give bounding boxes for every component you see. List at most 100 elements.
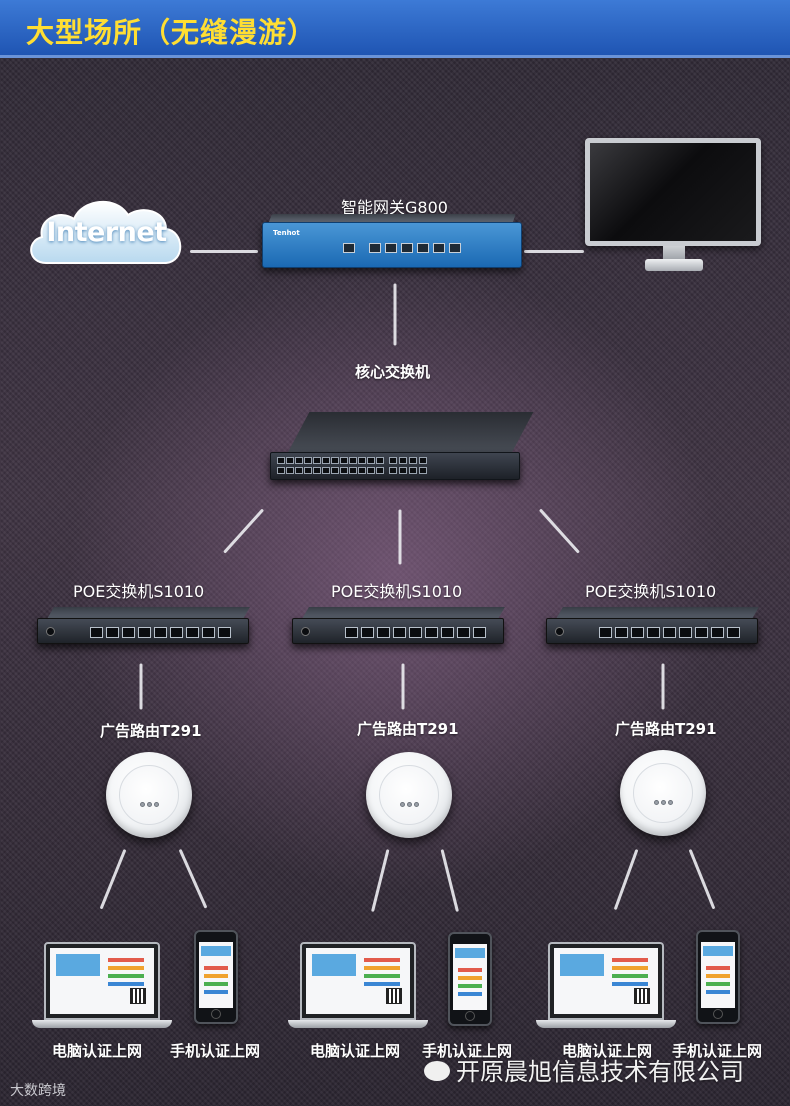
ad-router-device-2 [366,752,452,838]
core-switch-port [376,467,384,474]
watermark-logo: 大数跨境 [10,1080,66,1100]
core-switch-port [295,457,303,464]
core-switch-port [358,457,366,464]
link-poe-ap-left [140,664,143,710]
laptop-icon [536,942,676,1032]
poe-switch-port [425,627,438,638]
poe-switch-device-1 [37,607,249,647]
link-poe-ap-center [402,664,405,710]
poe-switch-device-2 [292,607,504,647]
poe-switch-port [377,627,390,638]
core-switch-sfp-port [409,457,417,464]
laptop-icon [32,942,172,1032]
gateway-brand: Tenhot [273,229,300,237]
core-switch-sfp-port [399,467,407,474]
core-switch-port [322,457,330,464]
core-switch-port [277,467,285,474]
link-internet-gateway [190,250,258,253]
core-switch-sfp-port [419,467,427,474]
core-switch-port [358,467,366,474]
smartphone-icon [194,930,238,1024]
gateway-port [449,243,461,253]
smartphone-icon [696,930,740,1024]
poe-switch-label-2: POE交换机S1010 [331,578,462,602]
poe-switch-port [138,627,151,638]
core-switch-port [313,467,321,474]
core-switch-port [349,467,357,474]
poe-switch-port [202,627,215,638]
link-core-poe-center [399,510,402,565]
link-ap-pc-right [614,849,639,910]
monitor-stand [663,246,685,260]
core-switch-port [367,457,375,464]
poe-switch-port [647,627,660,638]
link-ap-pc-left [100,849,127,909]
internet-label: Internet [24,217,189,248]
core-switch-port [376,457,384,464]
core-switch-port [286,457,294,464]
ad-router-label-1: 广告路由T291 [100,720,202,741]
poe-switch-port [695,627,708,638]
poe-switch-label-3: POE交换机S1010 [585,578,716,602]
core-switch-port [340,457,348,464]
wechat-icon [424,1061,450,1081]
link-core-poe-right [539,508,580,553]
link-ap-pc-center [371,849,389,912]
poe-switch-port [186,627,199,638]
pc-auth-label-2: 电脑认证上网 [310,1040,400,1061]
link-ap-phone-right [689,849,716,909]
gateway-port [343,243,355,253]
poe-switch-port [106,627,119,638]
poe-switch-port [711,627,724,638]
company-watermark: 开原晨旭信息技术有限公司 [456,1052,744,1087]
core-switch-device [270,452,520,480]
link-poe-ap-right [662,664,665,710]
gateway-port [369,243,381,253]
gateway-port [417,243,429,253]
poe-switch-port [154,627,167,638]
poe-switch-port [457,627,470,638]
poe-switch-label-1: POE交换机S1010 [73,578,204,602]
gateway-port [401,243,413,253]
link-ap-phone-left [179,849,208,909]
core-switch-port [331,467,339,474]
poe-switch-port [441,627,454,638]
core-switch-sfp-port [409,467,417,474]
header-bar: 大型场所（无缝漫游） [0,0,790,58]
laptop-icon [288,942,428,1032]
poe-switch-port [122,627,135,638]
core-switch-port [313,457,321,464]
core-switch-sfp-port [389,467,397,474]
link-ap-phone-center [441,849,459,912]
poe-switch-port [218,627,231,638]
gateway-port [385,243,397,253]
monitor-base [645,259,703,271]
core-switch-label: 核心交换机 [355,361,430,382]
core-switch-port [304,457,312,464]
core-switch-port [349,457,357,464]
ad-router-device-3 [620,750,706,836]
page-title: 大型场所（无缝漫游） [26,11,316,51]
core-switch-sfp-port [419,457,427,464]
link-core-poe-left [223,508,264,553]
core-switch-sfp-port [389,457,397,464]
gateway-port [433,243,445,253]
core-switch-port [322,467,330,474]
core-switch-port [286,467,294,474]
core-switch-port [367,467,375,474]
internet-cloud-icon: Internet [24,193,189,271]
poe-switch-port [473,627,486,638]
poe-switch-port [679,627,692,638]
poe-switch-port [663,627,676,638]
poe-switch-port [599,627,612,638]
core-switch-port [340,467,348,474]
core-switch-top [286,412,533,456]
poe-switch-port [90,627,103,638]
core-switch-port [304,467,312,474]
gateway-device: Tenhot [262,222,522,268]
poe-switch-port [361,627,374,638]
poe-switch-port [393,627,406,638]
ad-router-device-1 [106,752,192,838]
core-switch-port [277,457,285,464]
